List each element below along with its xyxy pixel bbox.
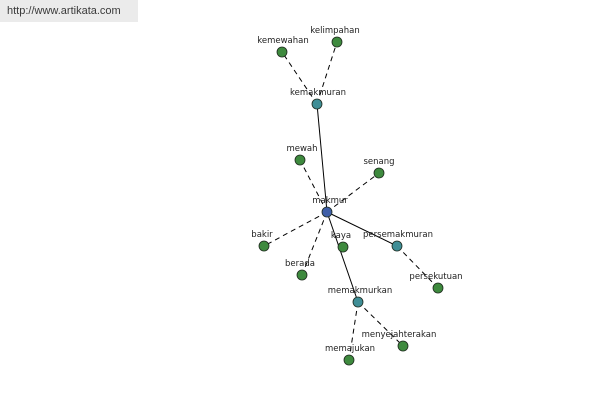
- node-label-mewah[interactable]: mewah: [286, 144, 317, 154]
- source-link[interactable]: http://www.artikata.com: [7, 5, 121, 17]
- node-memajukan[interactable]: [343, 354, 355, 366]
- nodes-layer: [258, 36, 444, 366]
- node-label-bakir[interactable]: bakir: [251, 230, 273, 240]
- edge-memakmurkan-memajukan: [348, 301, 359, 361]
- node-label-berada[interactable]: berada: [285, 259, 315, 269]
- node-berada[interactable]: [296, 269, 308, 281]
- node-persekutuan[interactable]: [432, 282, 444, 294]
- edge-memakmurkan-menyejahterakan: [357, 301, 404, 347]
- edges-layer: [263, 41, 439, 361]
- node-label-memakmurkan[interactable]: memakmurkan: [328, 286, 392, 296]
- node-menyejahterakan[interactable]: [397, 340, 409, 352]
- node-persemakmuran[interactable]: [391, 240, 403, 252]
- edge-kemakmuran-kelimpahan: [316, 41, 338, 105]
- node-label-persemakmuran[interactable]: persemakmuran: [363, 230, 433, 240]
- edge-persemakmuran-persekutuan: [396, 245, 439, 289]
- node-label-memajukan[interactable]: memajukan: [325, 344, 375, 354]
- node-label-kemakmuran[interactable]: kemakmuran: [290, 88, 346, 98]
- node-label-kelimpahan[interactable]: kelimpahan: [310, 26, 359, 36]
- node-bakir[interactable]: [258, 240, 270, 252]
- node-kemewahan[interactable]: [276, 46, 288, 58]
- node-label-senang[interactable]: senang: [363, 157, 394, 167]
- node-mewah[interactable]: [294, 154, 306, 166]
- edge-makmur-berada: [301, 211, 328, 276]
- edge-kemakmuran-kemewahan: [281, 51, 318, 105]
- node-senang[interactable]: [373, 167, 385, 179]
- node-kaya[interactable]: [337, 241, 349, 253]
- edge-makmur-bakir: [263, 211, 328, 247]
- node-label-persekutuan[interactable]: persekutuan: [409, 272, 462, 282]
- node-makmur[interactable]: [321, 206, 333, 218]
- node-kelimpahan[interactable]: [331, 36, 343, 48]
- node-label-makmur[interactable]: makmur: [312, 196, 348, 206]
- edge-makmur-mewah: [299, 159, 328, 213]
- node-label-kaya[interactable]: kaya: [331, 231, 351, 241]
- node-memakmurkan[interactable]: [352, 296, 364, 308]
- edge-makmur-memakmurkan: [326, 211, 359, 303]
- node-kemakmuran[interactable]: [311, 98, 323, 110]
- node-label-menyejahterakan[interactable]: menyejahterakan: [362, 330, 437, 340]
- node-label-kemewahan[interactable]: kemewahan: [257, 36, 309, 46]
- source-banner: http://www.artikata.com: [0, 0, 138, 22]
- edge-makmur-persemakmuran: [326, 211, 398, 247]
- edge-makmur-kemakmuran: [316, 103, 328, 213]
- edge-makmur-senang: [326, 172, 380, 213]
